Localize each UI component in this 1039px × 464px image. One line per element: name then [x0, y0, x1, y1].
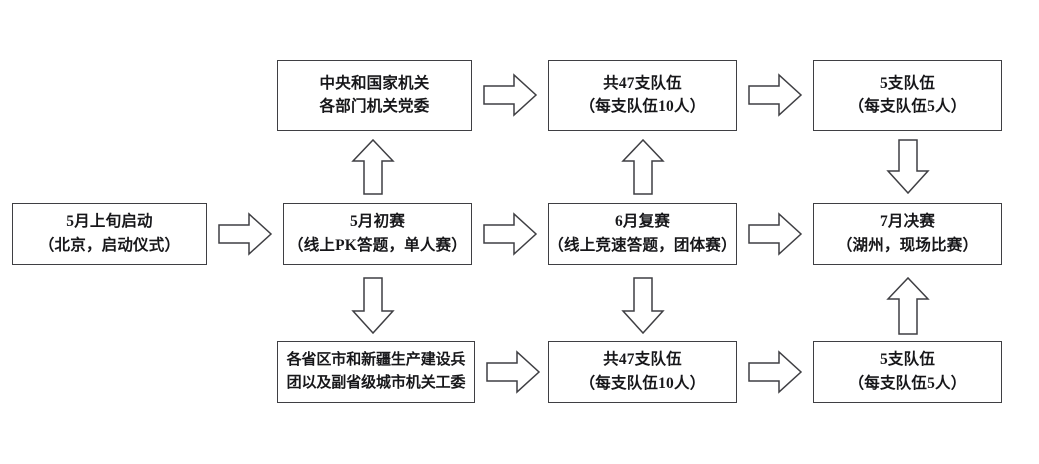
node-provincial-organs-line2: 团以及副省级城市机关工委 [286, 374, 466, 391]
arrow-finalists-bottom-to-final [886, 276, 930, 335]
node-final-line2: （湖州，现场比赛） [836, 236, 979, 254]
node-teams-top[interactable]: 共47支队伍 （每支队伍10人） [548, 60, 738, 132]
node-finalists-top[interactable]: 5支队伍 （每支队伍5人） [813, 60, 1003, 132]
node-central-organs[interactable]: 中央和国家机关 各部门机关党委 [277, 60, 473, 132]
node-finalists-top-line2: （每支队伍5人） [848, 98, 967, 115]
node-teams-bottom-line2: （每支队伍10人） [579, 374, 706, 392]
node-semifinal-line2: （线上竞速答题，团体赛） [548, 236, 737, 254]
node-preliminary[interactable]: 5月初赛 （线上PK答题，单人赛） [283, 203, 473, 266]
node-finalists-bottom[interactable]: 5支队伍 （每支队伍5人） [813, 341, 1003, 404]
arrow-finalists-top-to-final [886, 139, 930, 195]
arrow-preliminary-to-provincial-organs [351, 277, 395, 335]
arrow-preliminary-to-central-organs [351, 138, 395, 195]
node-teams-top-line1: 共47支队伍 [603, 74, 682, 92]
node-launch[interactable]: 5月上旬启动 （北京，启动仪式） [12, 203, 208, 266]
arrow-preliminary-to-semifinal [483, 212, 538, 256]
node-preliminary-line2: （线上PK答题，单人赛） [288, 236, 467, 254]
arrow-central-organs-to-teams-top [483, 73, 538, 117]
arrow-launch-to-preliminary [218, 212, 273, 256]
node-provincial-organs[interactable]: 各省区市和新疆生产建设兵 团以及副省级城市机关工委 [277, 341, 476, 404]
arrow-semifinal-to-teams-top [621, 138, 665, 195]
node-preliminary-line1: 5月初赛 [349, 213, 406, 231]
node-teams-bottom-line1: 共47支队伍 [603, 351, 682, 369]
node-launch-line2: （北京，启动仪式） [38, 236, 181, 254]
arrow-semifinal-to-teams-bottom [621, 277, 665, 335]
arrow-semifinal-to-final [748, 212, 803, 256]
node-central-organs-line2: 各部门机关党委 [319, 98, 430, 115]
node-final[interactable]: 7月决赛 （湖州，现场比赛） [813, 203, 1003, 266]
arrow-teams-top-to-finalists-top [748, 73, 803, 117]
node-finalists-bottom-line2: （每支队伍5人） [848, 374, 967, 392]
node-provincial-organs-line1: 各省区市和新疆生产建设兵 [286, 351, 466, 368]
arrow-teams-bottom-to-finalists-bottom [748, 350, 803, 394]
node-teams-top-line2: （每支队伍10人） [579, 98, 706, 115]
node-semifinal[interactable]: 6月复赛 （线上竞速答题，团体赛） [548, 203, 738, 266]
node-final-line1: 7月决赛 [879, 213, 936, 231]
node-semifinal-line1: 6月复赛 [614, 213, 671, 231]
node-launch-line1: 5月上旬启动 [66, 213, 153, 231]
arrow-provincial-organs-to-teams-bottom [486, 350, 541, 394]
node-teams-bottom[interactable]: 共47支队伍 （每支队伍10人） [548, 341, 738, 404]
node-finalists-bottom-line1: 5支队伍 [879, 351, 936, 369]
node-finalists-top-line1: 5支队伍 [879, 74, 936, 92]
node-central-organs-line1: 中央和国家机关 [319, 74, 430, 92]
